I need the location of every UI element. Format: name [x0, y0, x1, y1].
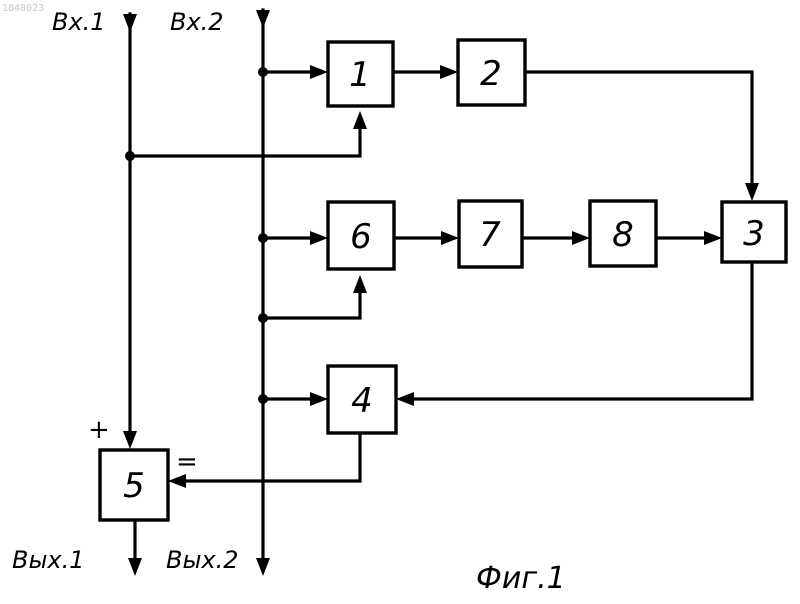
- block-2: 2: [458, 40, 525, 105]
- block-4-label: 4: [351, 381, 373, 421]
- junction-dot: [258, 313, 268, 323]
- block-1: 1: [328, 42, 393, 106]
- arrow-into-block8: [572, 231, 590, 245]
- arrow-into-block1: [310, 65, 328, 79]
- junction-dot: [258, 233, 268, 243]
- block-1-label: 1: [349, 55, 371, 95]
- junction-dot: [258, 67, 268, 77]
- document-stamp: 1840023: [2, 3, 44, 14]
- wire-block3-to-block4: [405, 262, 752, 399]
- arrow-output-2: [256, 558, 270, 576]
- block-6-label: 6: [350, 217, 372, 257]
- arrow-input-1: [123, 14, 137, 32]
- block-8: 8: [590, 201, 656, 266]
- arrow-into-block1-bottom: [353, 111, 367, 129]
- label-output-1: Вых.1: [12, 546, 85, 574]
- junction-dot: [125, 151, 135, 161]
- arrow-into-block6: [310, 231, 328, 245]
- block-7: 7: [459, 201, 522, 267]
- arrow-output-1: [128, 558, 142, 576]
- block-6: 6: [328, 202, 394, 269]
- block-5: 5: [100, 450, 168, 520]
- arrow-into-block6-bottom: [353, 275, 367, 293]
- plus-sign: +: [88, 415, 110, 445]
- arrow-into-block2: [440, 65, 458, 79]
- arrow-into-block5-top: [123, 431, 137, 449]
- arrow-into-block3-top: [745, 183, 759, 201]
- wire-bus1-to-block1: [130, 122, 360, 156]
- block-4: 4: [328, 366, 396, 433]
- minus-sign: =: [176, 447, 198, 477]
- arrow-into-block4: [310, 392, 328, 406]
- wire-block4-to-block5: [178, 433, 360, 481]
- label-input-2: Вх.2: [170, 8, 224, 36]
- wire-bus2-to-block6-bottom: [263, 288, 360, 318]
- label-output-2: Вых.2: [166, 546, 239, 574]
- block-3: 3: [722, 202, 786, 262]
- arrow-into-block4-right: [396, 392, 414, 406]
- wire-block2-to-block3: [525, 72, 752, 193]
- block-2-label: 2: [480, 54, 502, 94]
- block-5-label: 5: [123, 466, 145, 506]
- block-7-label: 7: [479, 215, 501, 255]
- arrow-into-block3-left: [704, 231, 722, 245]
- block-8-label: 8: [612, 215, 634, 255]
- figure-caption: Фиг.1: [476, 561, 566, 596]
- arrow-input-2: [256, 10, 270, 28]
- label-input-1: Вх.1: [52, 8, 106, 36]
- arrow-into-block7: [441, 231, 459, 245]
- block-3-label: 3: [743, 214, 765, 254]
- junction-dot: [258, 394, 268, 404]
